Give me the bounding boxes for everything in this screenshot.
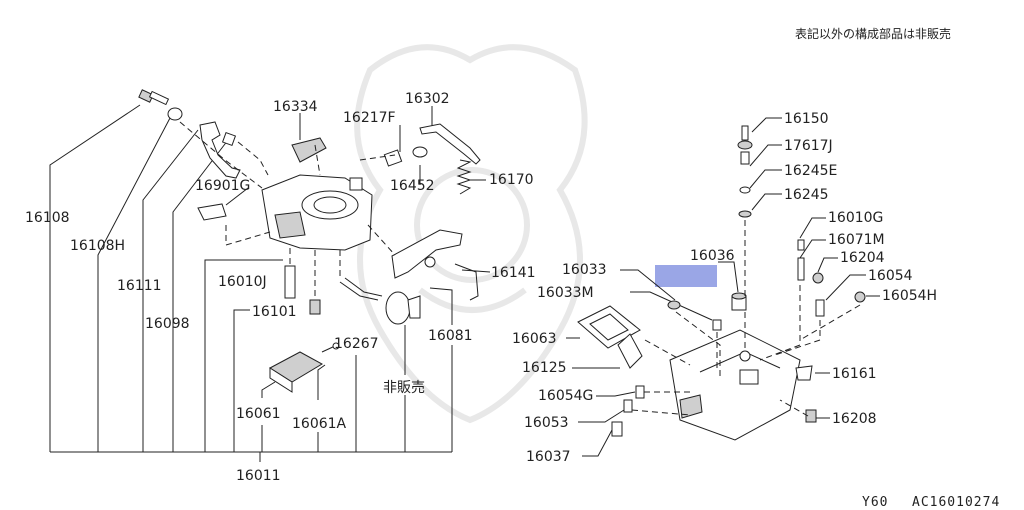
tube-16071M xyxy=(797,257,805,281)
highlight-box xyxy=(655,265,717,287)
jet-16054 xyxy=(815,299,825,317)
callout-16302: 16302 xyxy=(405,91,450,107)
callout-16054H: 16054H xyxy=(882,288,937,304)
plug-16054H xyxy=(854,291,866,303)
callout-16054: 16054 xyxy=(868,268,913,284)
callout-16011: 16011 xyxy=(236,468,281,484)
screw-16061A xyxy=(321,342,340,353)
callout-16245E: 16245E xyxy=(784,163,837,179)
callout-16061A: 16061A xyxy=(292,416,347,432)
callout-17617J: 17617J xyxy=(784,138,833,154)
callout-16101: 16101 xyxy=(252,304,297,320)
jet-16037 xyxy=(611,421,623,437)
callout-16141: 16141 xyxy=(491,265,536,281)
bolt-16108 xyxy=(138,89,170,106)
float-chamber-body xyxy=(669,329,801,441)
callout-16267: 16267 xyxy=(334,336,379,352)
callout-16334: 16334 xyxy=(273,99,318,115)
cap-16061 xyxy=(269,351,324,393)
model-code: Y60 xyxy=(862,495,888,510)
callout-16204: 16204 xyxy=(840,250,885,266)
callout-16098: 16098 xyxy=(145,316,190,332)
nut-16098 xyxy=(221,131,237,147)
dashpot-16081 xyxy=(385,291,421,325)
glass-16125 xyxy=(617,333,643,369)
callout-not-for-sale: 非販売 xyxy=(383,380,425,396)
jet-16010J xyxy=(284,265,296,299)
left-bracket-lines xyxy=(49,104,453,462)
callout-16170: 16170 xyxy=(489,172,534,188)
jet-16053 xyxy=(623,399,633,413)
callout-16081: 16081 xyxy=(428,328,473,344)
spring-16245E xyxy=(739,186,751,194)
jet-16010G xyxy=(797,239,805,251)
callout-16053: 16053 xyxy=(524,415,569,431)
right-labels: 16150 17617J 16245E 16245 16010G 16071M … xyxy=(512,111,937,465)
not-sold-note: 表記以外の構成部品は非販売 xyxy=(795,26,951,41)
link-bracket-16141 xyxy=(391,229,479,301)
screw-16208 xyxy=(805,409,817,423)
bolt-16150 xyxy=(737,125,753,150)
left-dashed-lines xyxy=(179,121,396,298)
callout-16108H: 16108H xyxy=(70,238,125,254)
gasket-16063 xyxy=(577,305,641,349)
spring-16452 xyxy=(412,146,428,158)
callout-16125: 16125 xyxy=(522,360,567,376)
callout-16010J: 16010J xyxy=(218,274,267,290)
valve-16101 xyxy=(309,299,321,315)
sleeve-16217F xyxy=(383,149,403,167)
callout-16036: 16036 xyxy=(690,248,735,264)
callout-16071M: 16071M xyxy=(828,232,885,248)
callout-16037: 16037 xyxy=(526,449,571,465)
callout-16208: 16208 xyxy=(832,411,877,427)
fuel-pipe-16111 xyxy=(199,121,241,179)
screw-16033 xyxy=(667,300,681,310)
left-leaders xyxy=(225,106,491,273)
right-leaders xyxy=(566,117,880,457)
jet-16054G xyxy=(635,385,645,399)
callout-16161: 16161 xyxy=(832,366,877,382)
lever-16302 xyxy=(419,123,481,165)
washer-16108H xyxy=(167,107,183,121)
callout-16452: 16452 xyxy=(390,178,435,194)
callout-16108: 16108 xyxy=(25,210,70,226)
hose-16267 xyxy=(339,277,383,301)
screw-16204 xyxy=(812,272,824,284)
spring-16170 xyxy=(456,159,472,195)
screw-16033M xyxy=(712,319,722,331)
callout-16111: 16111 xyxy=(117,278,162,294)
callout-16010G: 16010G xyxy=(828,210,883,226)
needle-17617J xyxy=(740,151,750,165)
illustration-code: AC16010274 xyxy=(912,495,1000,510)
callout-16054G: 16054G xyxy=(538,388,593,404)
right-dashed-lines xyxy=(631,220,861,417)
callout-16033: 16033 xyxy=(562,262,607,278)
plate-16334 xyxy=(291,137,327,163)
carburetor-body xyxy=(261,174,373,251)
left-labels: 16108 16108H 16111 16098 16334 16217F 16… xyxy=(25,91,536,484)
callout-16217F: 16217F xyxy=(343,110,396,126)
washer-16245 xyxy=(738,210,752,218)
callout-16061: 16061 xyxy=(236,406,281,422)
callout-16033M: 16033M xyxy=(537,285,594,301)
callout-16150: 16150 xyxy=(784,111,829,127)
bracket-16901G xyxy=(197,203,227,221)
valve-16036 xyxy=(731,292,747,311)
clip-16161 xyxy=(795,365,813,381)
callout-16901G: 16901G xyxy=(195,178,250,194)
callout-16063: 16063 xyxy=(512,331,557,347)
callout-16245: 16245 xyxy=(784,187,829,203)
